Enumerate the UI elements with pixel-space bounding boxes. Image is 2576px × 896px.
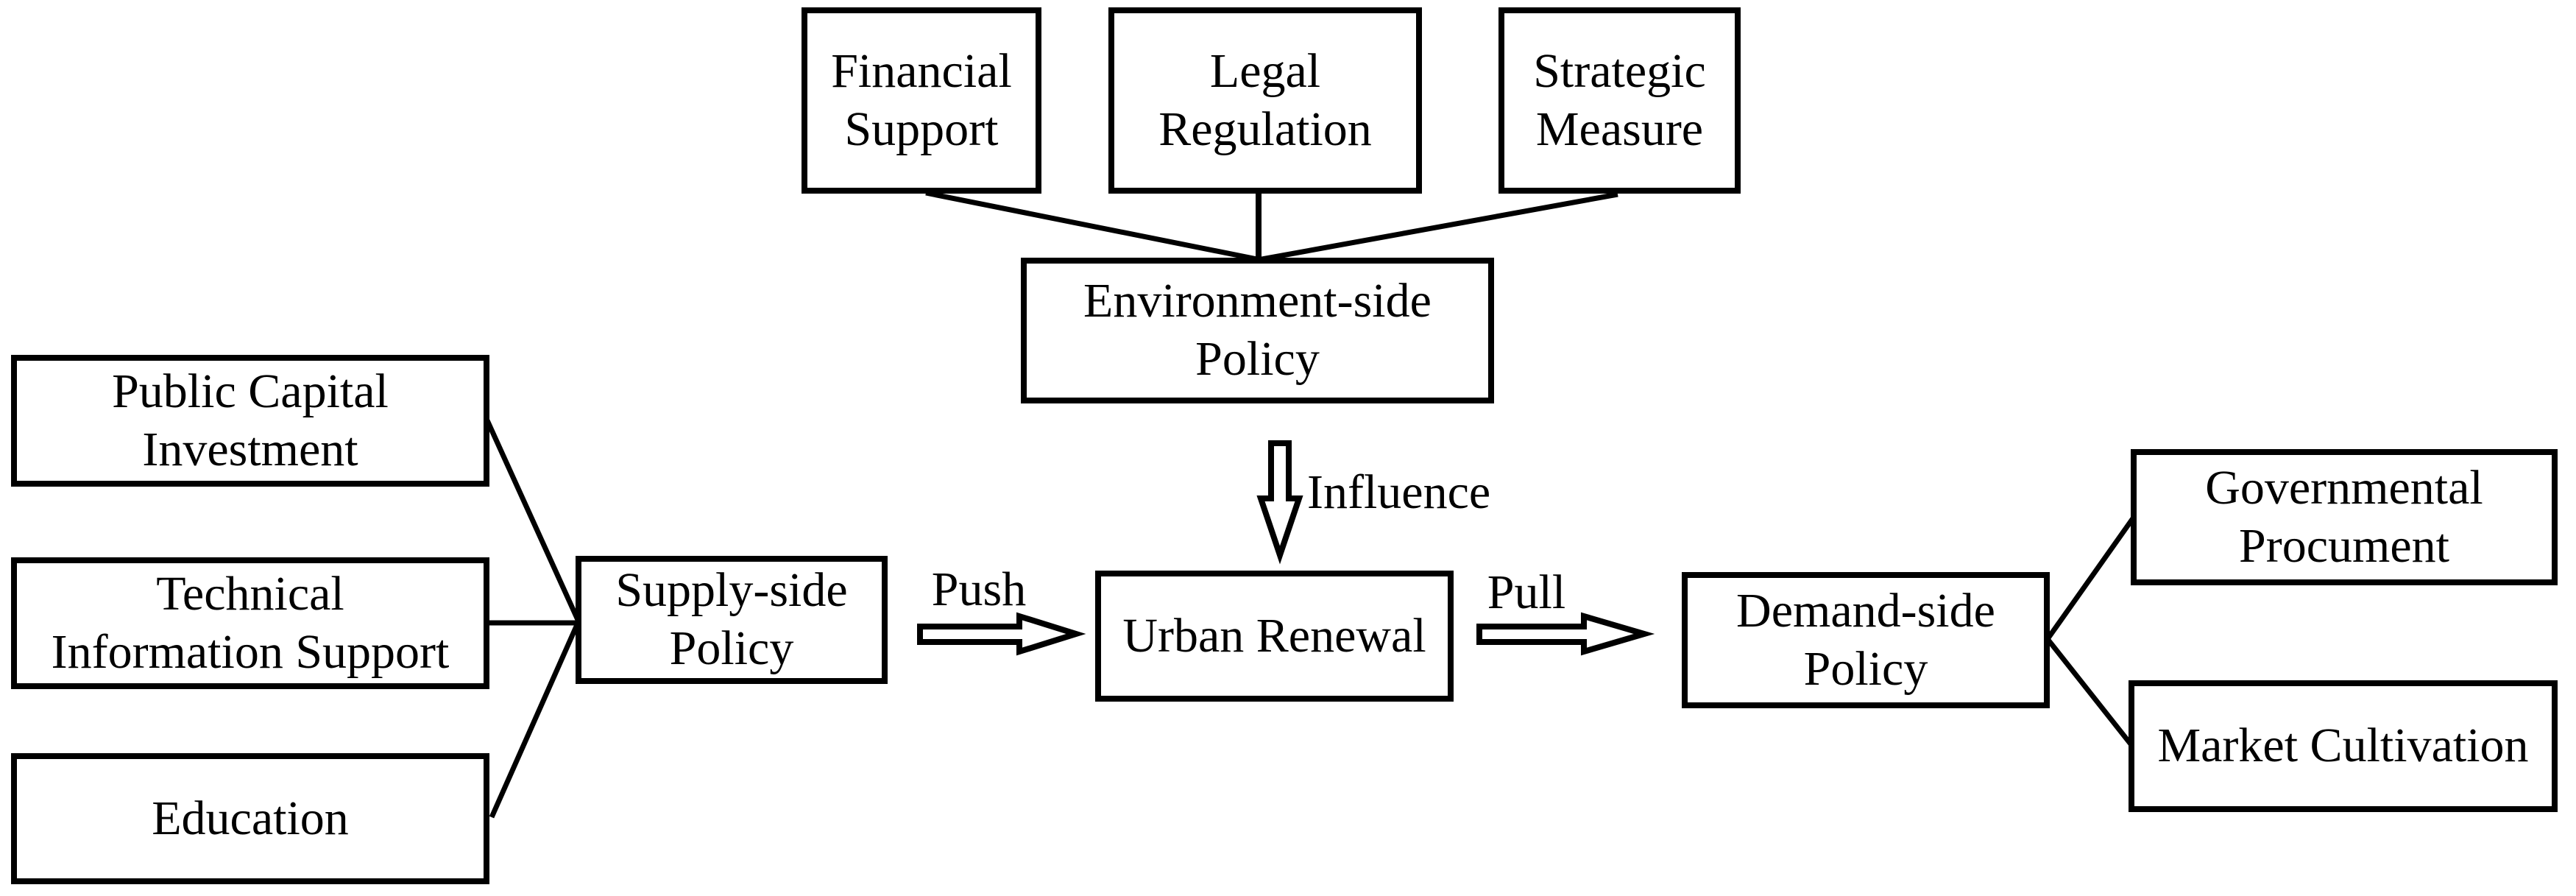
node-governmental-procument: Governmental Procument (2131, 449, 2558, 585)
edge-education-to-supply (489, 620, 581, 819)
edge-demand-to-governmental (2045, 516, 2135, 641)
push-right-arrow (917, 612, 1086, 656)
node-legal-regulation: Legal Regulation (1108, 7, 1422, 194)
edge-demand-to-market (2045, 637, 2134, 747)
edge-public-to-supply (484, 419, 581, 623)
node-demand-side-policy: Demand-side Policy (1682, 572, 2050, 708)
node-public-capital-investment: Public Capital Investment (11, 355, 489, 487)
pull-label: Pull (1487, 565, 1566, 619)
influence-down-arrow (1256, 440, 1303, 565)
node-supply-side-policy: Supply-side Policy (576, 556, 888, 684)
node-strategic-measure: Strategic Measure (1498, 7, 1741, 194)
node-technical-information-support: Technical Information Support (11, 557, 489, 689)
push-label: Push (931, 562, 1027, 616)
node-market-cultivation: Market Cultivation (2129, 680, 2558, 812)
node-financial-support: Financial Support (802, 7, 1041, 194)
influence-label: Influence (1307, 465, 1491, 519)
edge-strategic-to-environment (1257, 191, 1618, 263)
node-education: Education (11, 753, 489, 884)
node-environment-side-policy: Environment-side Policy (1021, 258, 1494, 403)
pull-right-arrow (1476, 612, 1655, 656)
node-urban-renewal: Urban Renewal (1095, 571, 1454, 702)
edge-financial-to-environment (925, 190, 1262, 263)
